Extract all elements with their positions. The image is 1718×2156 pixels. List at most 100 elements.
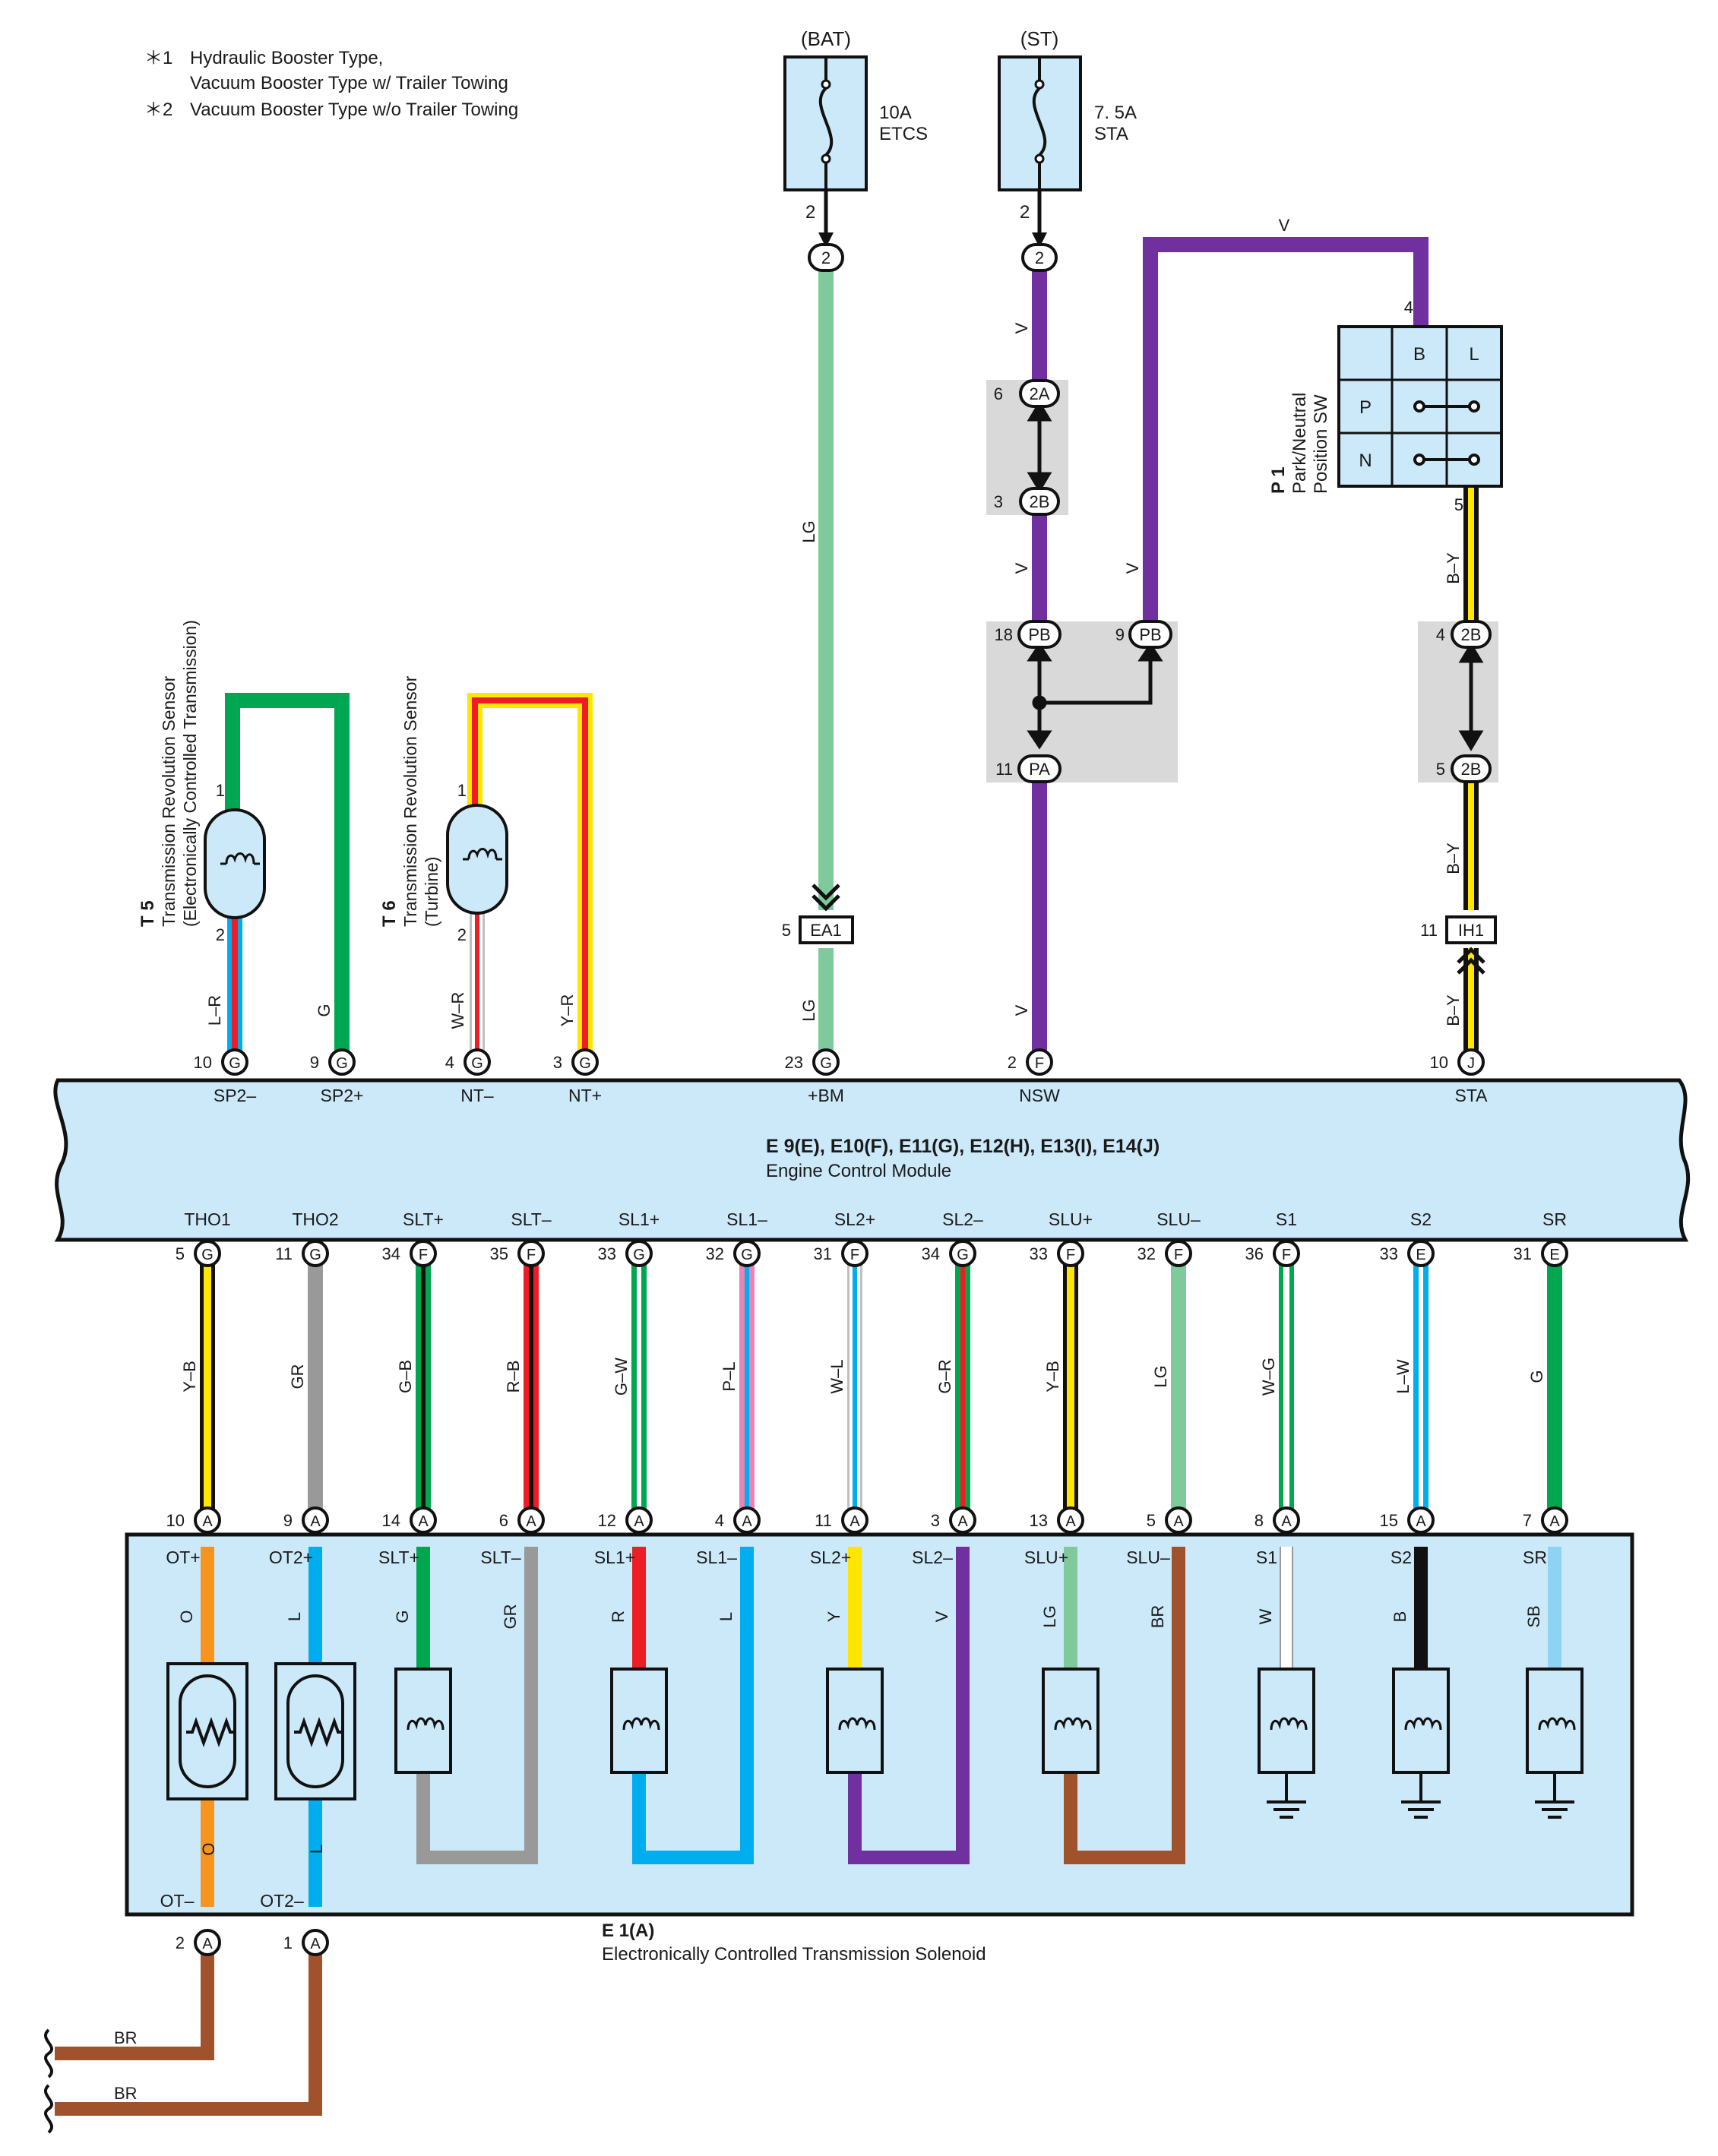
wire-br-slu-loop	[1064, 1547, 1185, 1864]
sol-bottom-wire-ot2: L	[307, 1845, 326, 1854]
sol-bottom-conn-ot: A	[202, 1936, 213, 1952]
connector-circle	[571, 1048, 599, 1076]
ecm-pin-sta: 10 J STA	[1430, 1048, 1488, 1105]
connector-circle	[302, 1240, 329, 1267]
solenoid-pin-number: 6	[499, 1511, 508, 1530]
harness-wire-code: G–R	[935, 1359, 954, 1393]
ecm-pin-nsw: 2 F NSW	[1008, 1048, 1060, 1105]
solenoid-wire-code: BR	[1148, 1605, 1167, 1629]
park-switch-caption: P 1 Park/Neutral Position SW	[1268, 393, 1331, 494]
link-arrow-icon	[1137, 642, 1163, 662]
solenoid-pin-number: 15	[1380, 1511, 1398, 1530]
connector-st-2-label: 2	[1035, 248, 1044, 267]
ecm-pin-conn: F	[1035, 1055, 1044, 1072]
ecm-pin-name: SL2+	[834, 1209, 875, 1229]
solenoid-pin-number: 8	[1254, 1511, 1264, 1530]
ecm-pin-conn: E	[1549, 1247, 1559, 1263]
coil-icon	[838, 1717, 876, 1731]
connector-oval	[1017, 754, 1061, 783]
ecm-pin-number: 33	[1030, 1244, 1048, 1263]
wire-g-sensor-t5	[225, 693, 350, 1052]
sensor-t5-caption: T 5 Transmission Revolution Sensor (Elec…	[138, 620, 200, 927]
note-1-mark: ＊1	[144, 48, 172, 68]
connector-circle	[194, 1506, 221, 1534]
solenoid-wire-code: B	[1391, 1611, 1410, 1623]
fuse-st: (ST) 7. 5A STA 2	[998, 27, 1137, 223]
sensor-t5-pin2: 2	[216, 925, 225, 944]
solenoid-pin-name: SLT–	[480, 1547, 520, 1567]
switch-node	[1413, 400, 1425, 413]
solenoid-wire-code: R	[609, 1611, 628, 1623]
connector-circle	[1273, 1240, 1300, 1267]
wire-code-v-nsw-3: V	[1012, 1004, 1031, 1016]
solenoid-internal-wires	[201, 1547, 1561, 1907]
solenoid-subtitle: Electronically Controlled Transmission S…	[602, 1944, 986, 1965]
fuse-bat-rating: 10A	[879, 103, 912, 123]
link-pb9	[1039, 652, 1153, 705]
wire-code-g: G	[315, 1004, 334, 1016]
wire-gr-slt-loop	[416, 1547, 538, 1864]
connector-oval	[1451, 620, 1492, 649]
solenoid-pin-conn: A	[742, 1513, 752, 1530]
junction-links	[1027, 400, 1484, 751]
solenoid-pin-conn: A	[310, 1513, 321, 1530]
connector-circle	[464, 1048, 491, 1076]
ecm-pin-name: SP2+	[321, 1086, 364, 1105]
wire-code-lr: L–R	[205, 995, 224, 1026]
wire-br-ot2	[55, 1949, 322, 2116]
harness-wire-code: W–L	[827, 1359, 846, 1393]
switch-node	[1468, 400, 1480, 413]
solenoid-wire-code: LG	[1040, 1605, 1059, 1627]
fuse-st-terminal-top	[1034, 79, 1045, 90]
connector-circle	[1057, 1506, 1084, 1534]
solenoid-coil-7	[1526, 1668, 1584, 1819]
fuse-bat-pin: 2	[805, 202, 815, 223]
splice-2b-c-pin: 5	[1436, 760, 1445, 779]
solenoid-pin-name: OT2+	[269, 1547, 313, 1567]
note-1-line-2: Vacuum Booster Type w/ Trailer Towing	[190, 73, 508, 93]
connector-circle	[1057, 1240, 1084, 1267]
solenoid-pin-conn: A	[850, 1513, 860, 1530]
ecm-pin-conn: G	[309, 1247, 321, 1263]
ecm-pin-name: SL1–	[726, 1209, 767, 1229]
sol-bottom-name-ot2: OT2–	[260, 1891, 304, 1911]
solenoid-wire-code: L	[717, 1612, 736, 1621]
solenoid-pin-name: SR	[1523, 1547, 1547, 1567]
connector-circle	[194, 1240, 221, 1267]
splice-pb9-pin: 9	[1115, 625, 1125, 644]
connector-circle	[517, 1506, 545, 1534]
coil-icon	[1404, 1717, 1442, 1731]
splice-pb18-label: PB	[1028, 625, 1050, 644]
ecm-pin-name: SLT–	[511, 1209, 551, 1229]
wire-code-by-3: B–Y	[1444, 994, 1463, 1026]
harness-wire-code: L–W	[1394, 1359, 1413, 1393]
connector-circle	[1165, 1240, 1192, 1267]
harness-wire-code: LG	[1151, 1365, 1170, 1387]
ecm-pin-name: S1	[1276, 1209, 1297, 1229]
sensor-t6-caption: T 6 Transmission Revolution Sensor (Turb…	[379, 675, 441, 927]
fuse-bat: (BAT) 10A ETCS 2	[783, 27, 928, 223]
ecm-pin-number: 35	[490, 1244, 508, 1263]
wire-l-sl1-loop	[632, 1547, 754, 1864]
splice-2b-c-label: 2B	[1461, 760, 1482, 779]
ecm-subtitle: Engine Control Module	[766, 1161, 951, 1181]
solenoid-pin-conn: A	[1065, 1513, 1076, 1530]
connector-circle	[194, 1929, 221, 1956]
coil-frame	[1392, 1668, 1450, 1774]
ecm-pin-sp2-minus: 10 G SP2–	[194, 1048, 256, 1105]
park-switch-col-b: B	[1413, 344, 1425, 365]
ea1-arrow-icon	[812, 884, 840, 901]
solenoid-parts	[166, 1662, 1584, 1819]
solenoid-pin-conn: A	[1549, 1513, 1560, 1530]
connector-circle	[1026, 1048, 1053, 1076]
wire-code-wr: W–R	[448, 992, 467, 1029]
connector-circle	[302, 1929, 329, 1956]
park-switch-col-l: L	[1469, 344, 1479, 365]
